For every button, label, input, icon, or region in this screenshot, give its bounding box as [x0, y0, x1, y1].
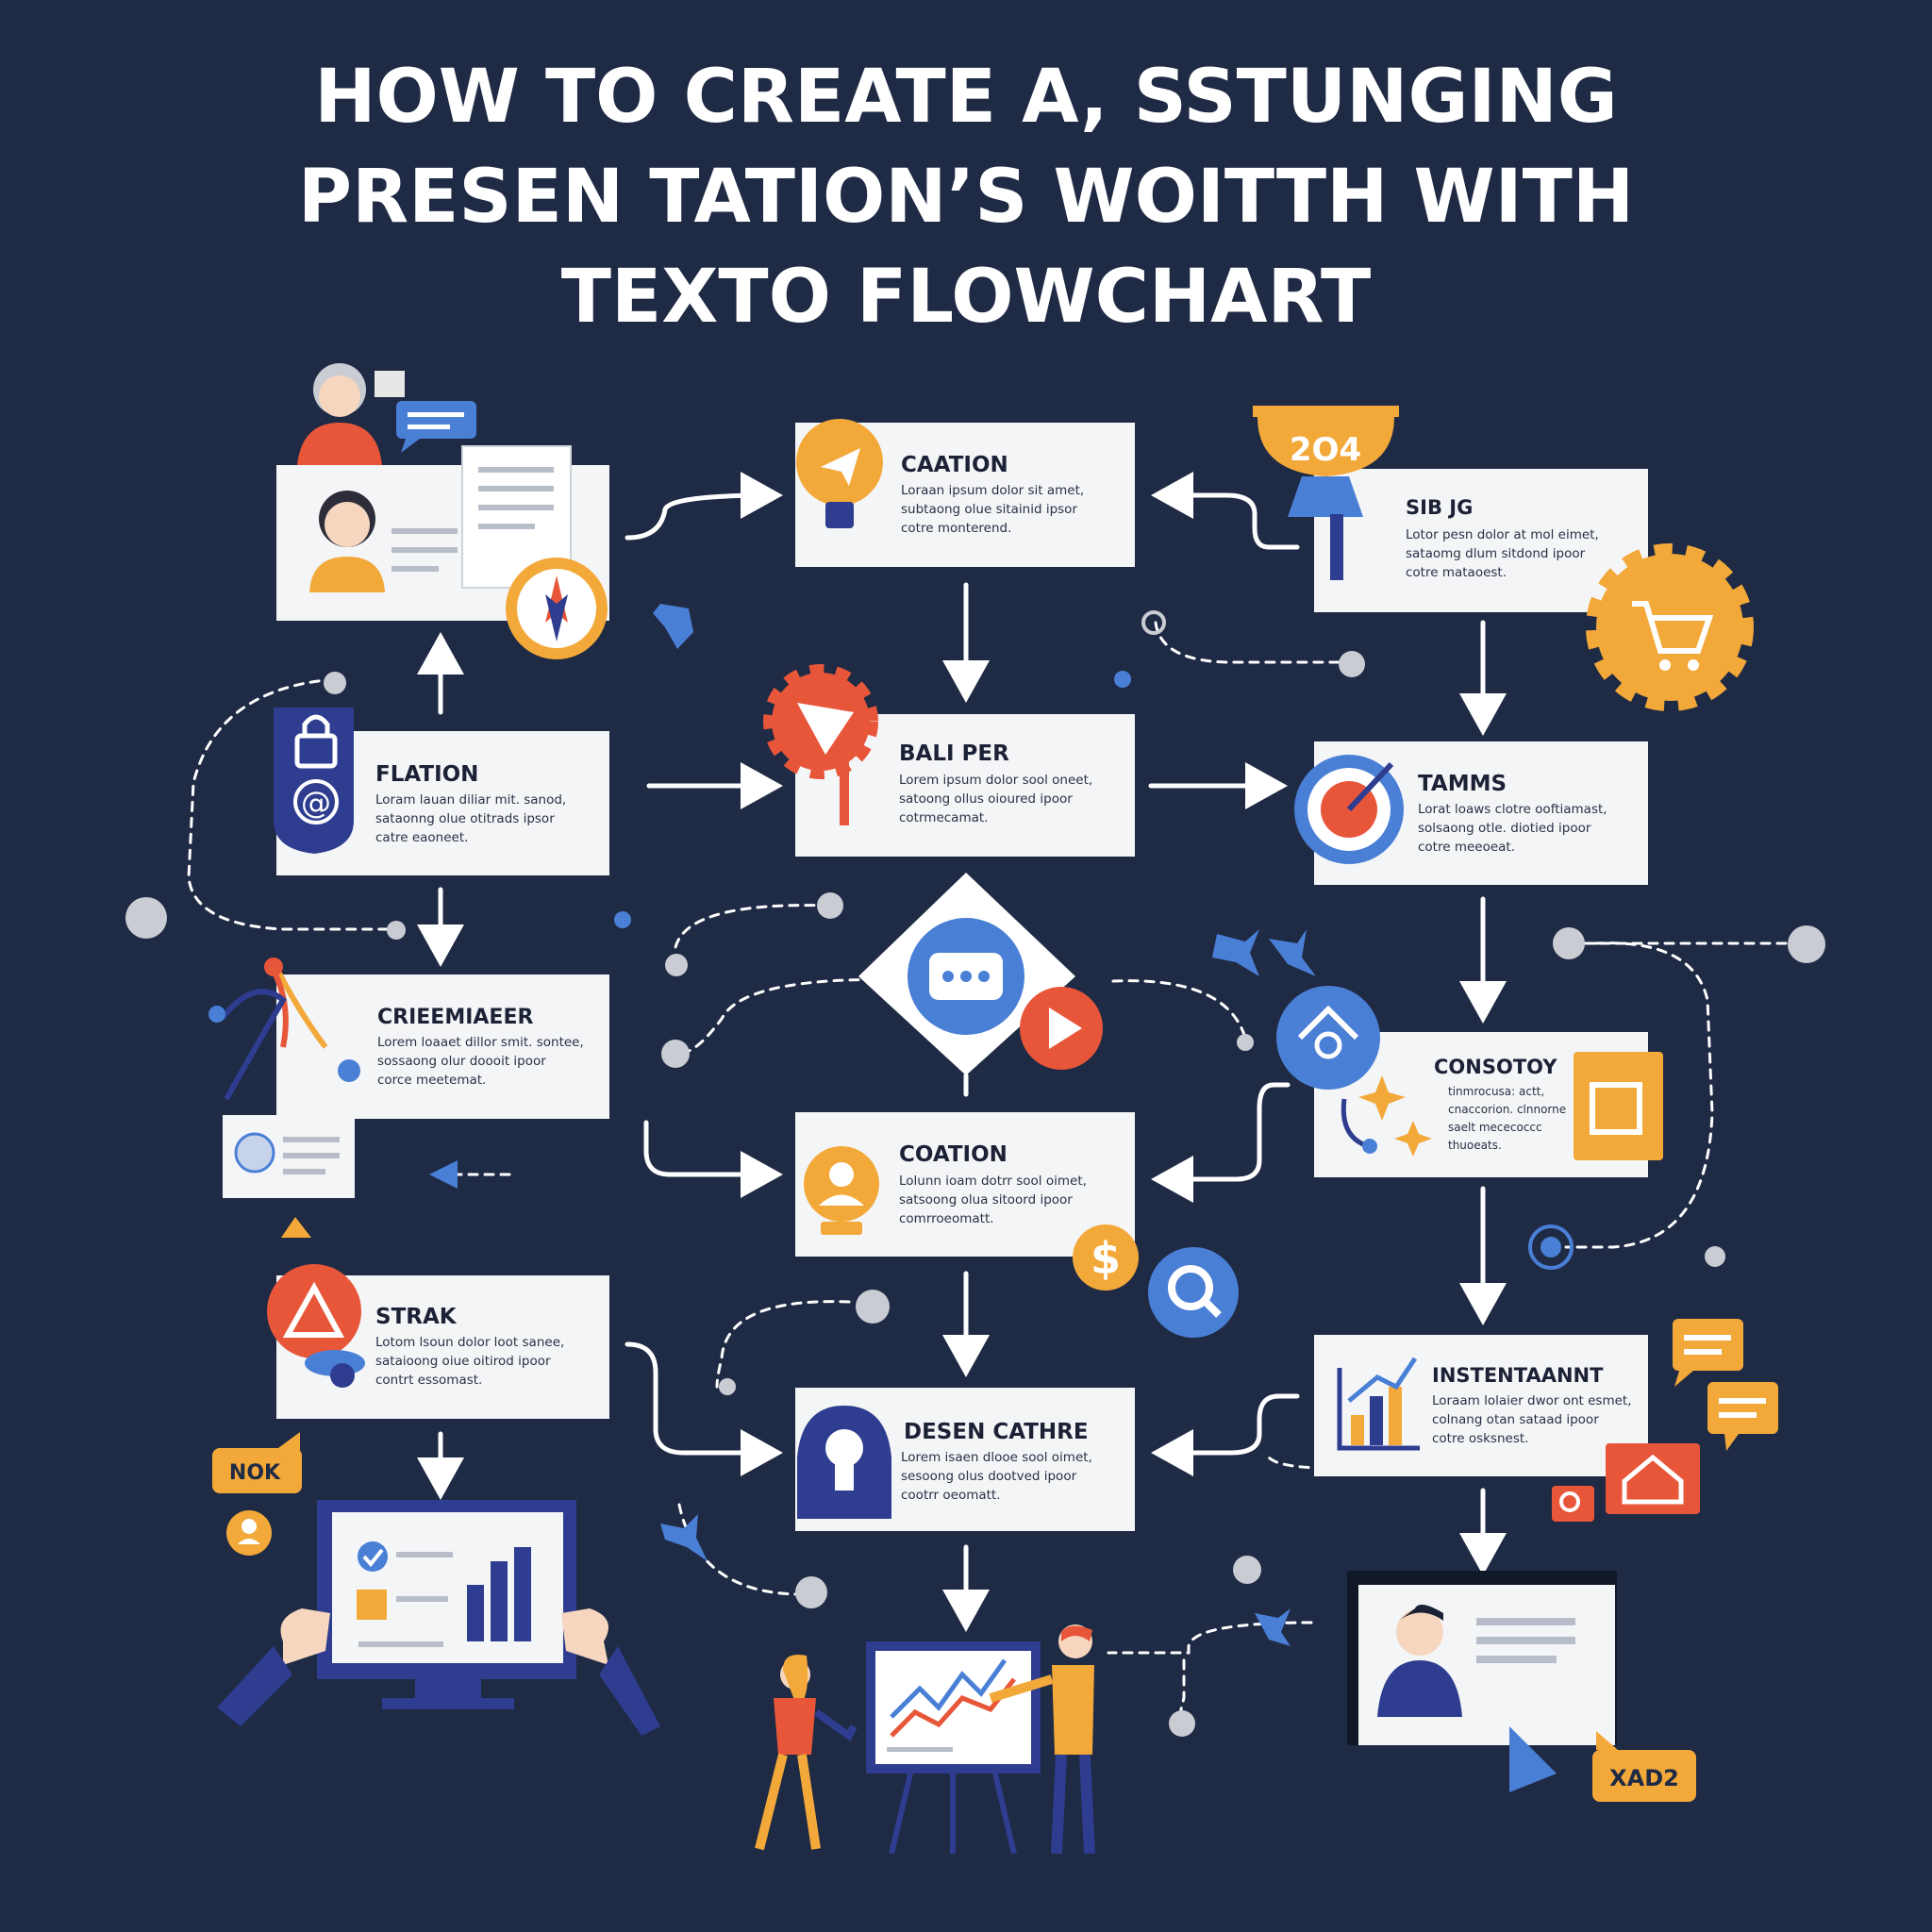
at-sign: @ — [301, 785, 331, 821]
star-shapes — [653, 604, 1316, 1646]
people-chart-board-icon — [755, 1624, 1095, 1855]
arrow-creem-to-coation — [643, 1120, 783, 1198]
node-caation-title: CAATION — [901, 453, 1008, 477]
node-coation-body: Lolunn ioam dotrr sool oimet, satsoong o… — [899, 1174, 1087, 1226]
arrow-consotoy-to-coation — [1151, 1082, 1291, 1203]
trophy-year: 2O4 — [1290, 431, 1361, 469]
node-flation-body: Loram lauan diliar mit. sanod, sataonng … — [375, 792, 567, 845]
card-sibjg — [1314, 469, 1648, 612]
dashed-arrow-left-head — [429, 1160, 458, 1189]
node-consotoy-title: CONSOTOY — [1434, 1056, 1557, 1078]
badge-nok: NOK — [212, 1432, 302, 1556]
card-texts: CAATION SIB JG FLATION BALI PER TAMMS CR… — [375, 453, 1604, 1444]
node-consotoy-body: tinmrocusa: actt, cnaccorion. clnnorne s… — [1448, 1085, 1567, 1152]
arrow-profile-to-caation — [625, 472, 783, 541]
arrow-sibjg-to-caation — [1151, 472, 1300, 550]
node-tamms-body: Lorat loaws clotre ooftiamast, solsaong … — [1418, 802, 1607, 855]
monitor-hands-icon — [217, 1500, 660, 1736]
badge-nok-text: NOK — [229, 1461, 281, 1485]
node-desen-body: Lorem isaen dlooe sool oimet, sesoong ol… — [901, 1450, 1092, 1503]
bar-chart-icon — [1337, 1357, 1420, 1451]
compass-icon — [506, 558, 608, 659]
network-nodes-icon — [208, 958, 360, 1101]
node-tamms-title: TAMMS — [1418, 772, 1507, 796]
node-strak-title: STRAK — [375, 1305, 458, 1329]
trophy-icon: 2O4 — [1253, 406, 1399, 580]
decorative-dots — [125, 651, 1825, 1737]
connector-arrows — [417, 472, 1507, 1632]
node-instent-title: INSTENTAANNT — [1432, 1364, 1604, 1387]
lock-person-icon — [797, 1406, 891, 1519]
id-card-icon — [234, 1132, 340, 1174]
message-icons — [1673, 1319, 1778, 1451]
card-creemiaeer — [276, 974, 609, 1119]
node-sibjg-title: SIB JG — [1406, 496, 1473, 519]
folder-icon — [1574, 1052, 1663, 1160]
page-title: HOW TO CREATE A, SSTUNGING PRESEN TATION… — [0, 47, 1932, 347]
search-icon — [1148, 1247, 1239, 1338]
node-flation-title: FLATION — [375, 762, 478, 787]
node-coation-title: COATION — [899, 1142, 1008, 1167]
megaphone-splash-icon — [763, 664, 878, 825]
small-ring — [1141, 610, 1166, 635]
sparkle-icons — [1358, 1075, 1432, 1157]
badge-xad-text: XAD2 — [1609, 1765, 1679, 1791]
gear-cart-icon — [1586, 543, 1754, 711]
play-button-icon — [1020, 987, 1103, 1070]
dollar-coin-icon: $ — [1073, 1224, 1139, 1291]
decorative-blue-dots — [614, 671, 1131, 928]
target-icon — [1294, 755, 1404, 864]
lightbulb-icon — [796, 419, 883, 528]
node-strak-body: Lotom lsoun dolor loot sanee, sataioong … — [375, 1335, 565, 1388]
target-ring-icon — [1528, 1224, 1574, 1270]
home-pin-icon — [1276, 986, 1380, 1154]
lightbulb-red-icon — [267, 1217, 365, 1388]
person-with-chat-icon — [297, 363, 476, 465]
lock-shield-icon: @ — [274, 708, 354, 854]
arrow-instent-to-desen — [1151, 1393, 1300, 1476]
node-balper-title: BALI PER — [899, 741, 1009, 766]
arrow-strak-to-desen — [625, 1341, 783, 1476]
badge-xad: XAD2 — [1592, 1731, 1696, 1802]
title-line-3: TEXTO FLOWCHART — [560, 255, 1372, 340]
title-line-2: PRESEN TATION’S WOITTH WITH — [297, 155, 1635, 240]
node-balper-body: Lorem ipsum dolor sool oneet, satoong ol… — [899, 773, 1093, 825]
user-icon — [804, 1146, 879, 1235]
node-caation-body: Loraan ipsum dolor sit amet, subtaong ol… — [901, 483, 1085, 536]
node-sibjg-body: Lotor pesn dolor at mol eimet, sataomg d… — [1406, 527, 1599, 580]
dollar-sign: $ — [1091, 1233, 1121, 1284]
node-creemiaeer-body: Lorem loaaet dillor smit. sontee, sossao… — [377, 1035, 584, 1088]
avatar-icon — [309, 491, 385, 592]
node-desen-title: DESEN CATHRE — [904, 1420, 1089, 1444]
node-creemiaeer-title: CRIEEMIAEER — [377, 1006, 533, 1029]
node-instent-body: Loraam lolaier dwor ont esmet, colnang o… — [1432, 1393, 1632, 1446]
house-icon — [1552, 1443, 1700, 1522]
title-line-1: HOW TO CREATE A, SSTUNGING — [314, 55, 1618, 140]
presentation-screen-icon — [1347, 1571, 1617, 1792]
